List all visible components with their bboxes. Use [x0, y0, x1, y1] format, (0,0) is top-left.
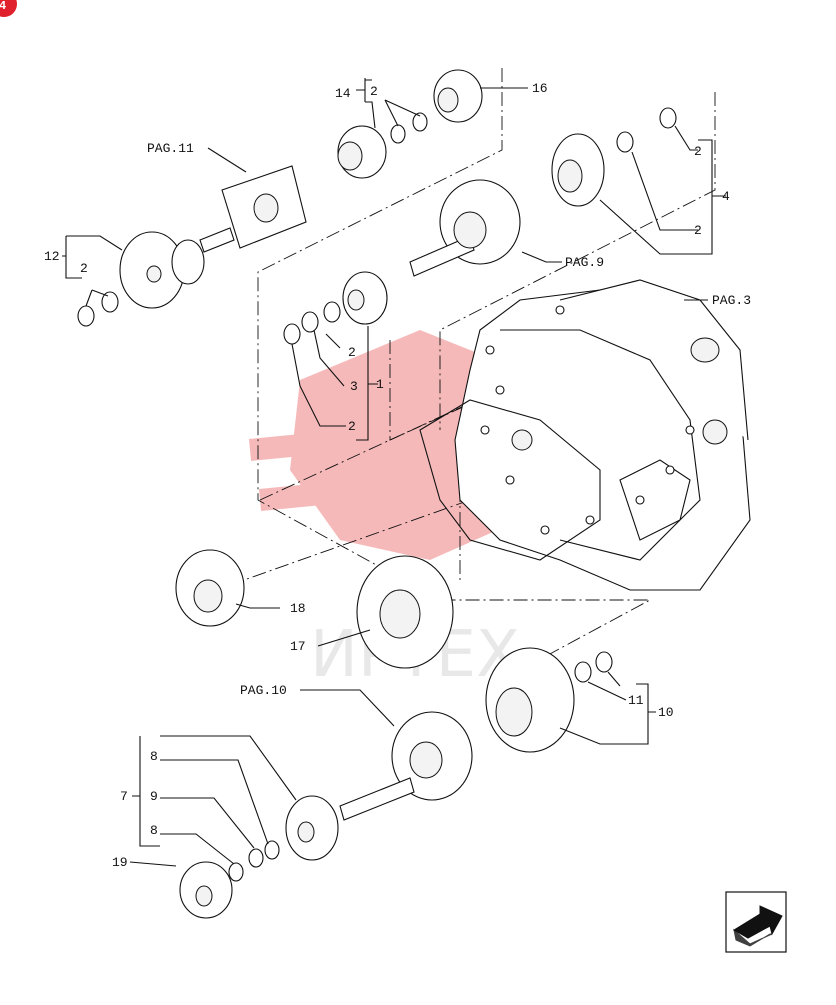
callout-2-mid-b: 2 [348, 419, 356, 434]
next-page-button[interactable] [725, 891, 787, 953]
callout-3: 3 [350, 379, 358, 394]
callout-2-top: 2 [370, 84, 378, 99]
shaft-assembly-pag10 [339, 711, 473, 821]
gear-10 [485, 647, 575, 753]
page-badge: 4 [0, 0, 17, 17]
next-page-arrow-icon [733, 905, 783, 947]
callout-1: 1 [376, 377, 384, 392]
callout-17: 17 [290, 639, 306, 654]
housing-bolt-holes [480, 305, 695, 535]
callout-8-bottom: 8 [150, 823, 158, 838]
callout-14: 14 [335, 86, 351, 101]
ref-pag9: PAG.9 [565, 255, 604, 270]
bearings-11 [574, 651, 613, 683]
gear-18 [175, 549, 245, 627]
callout-18: 18 [290, 601, 306, 616]
callout-7: 7 [120, 789, 128, 804]
callout-10: 10 [658, 705, 674, 720]
gear-12 [119, 231, 205, 309]
callout-labels: 14 2 16 2 4 2 PAG.11 PAG.9 PAG.3 12 2 2 … [44, 81, 751, 870]
callout-9: 9 [150, 789, 158, 804]
gear-7-assembly [228, 795, 339, 882]
bearings-2-left [77, 291, 119, 327]
callout-2-left: 2 [80, 261, 88, 276]
leader-lines [62, 78, 726, 867]
ref-pag10: PAG.10 [240, 683, 287, 698]
callout-2-right-a: 2 [694, 144, 702, 159]
callout-11: 11 [628, 693, 644, 708]
page-badge-text: 4 [0, 0, 6, 13]
callout-8-top: 8 [150, 749, 158, 764]
ref-pag3: PAG.3 [712, 293, 751, 308]
callout-19: 19 [112, 855, 128, 870]
bearings-2-top [390, 112, 428, 144]
gear-16 [433, 69, 483, 123]
callout-16: 16 [532, 81, 548, 96]
gear-19 [179, 861, 233, 919]
gear-1-assembly [283, 271, 388, 345]
callout-4: 4 [722, 189, 730, 204]
callout-12: 12 [44, 249, 60, 264]
callout-2-right-b: 2 [694, 223, 702, 238]
bearings-2-right [616, 107, 677, 153]
transmission-housing [419, 279, 751, 591]
assembly-centerlines [229, 68, 716, 671]
gear-17 [356, 555, 454, 669]
shaft-assembly-pag9 [409, 179, 521, 277]
ref-pag11: PAG.11 [147, 141, 194, 156]
gear-14 [337, 125, 387, 179]
callout-2-mid-a: 2 [348, 345, 356, 360]
shaft-assembly-pag11 [199, 165, 307, 253]
gear-4-assembly [551, 133, 605, 207]
